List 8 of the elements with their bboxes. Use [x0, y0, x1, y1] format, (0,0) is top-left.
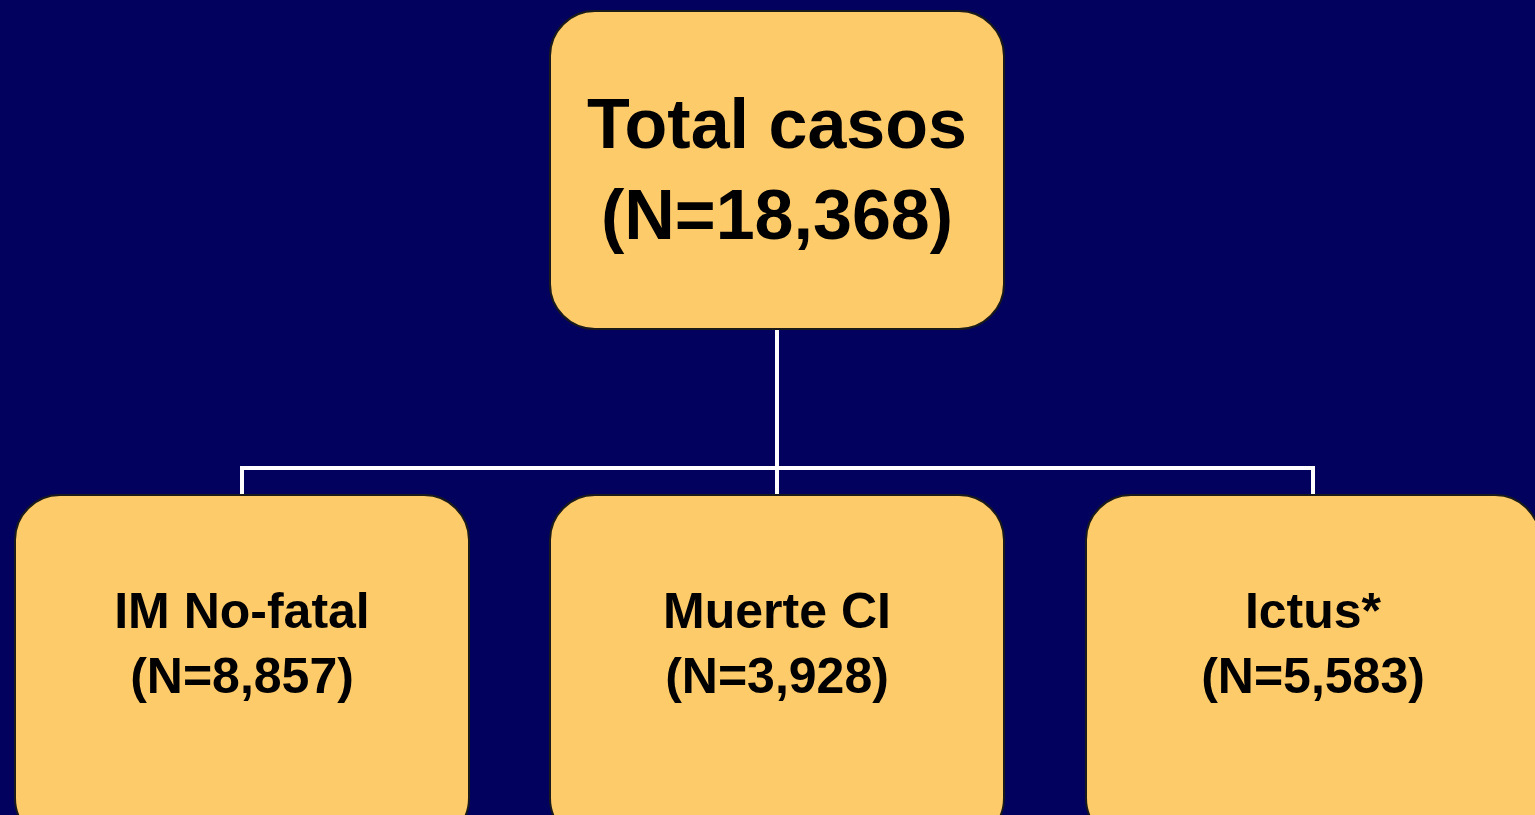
rounded-box: [1085, 494, 1535, 815]
node-label: Ictus* (N=5,583): [1200, 582, 1426, 706]
rounded-box: [549, 494, 1005, 815]
rounded-box: [14, 494, 470, 815]
rounded-box: [549, 10, 1005, 330]
node-label: IM No-fatal (N=8,857): [113, 582, 371, 706]
node-label: Total casos (N=18,368): [586, 84, 968, 256]
node-label: Muerte CI (N=3,928): [662, 582, 892, 706]
